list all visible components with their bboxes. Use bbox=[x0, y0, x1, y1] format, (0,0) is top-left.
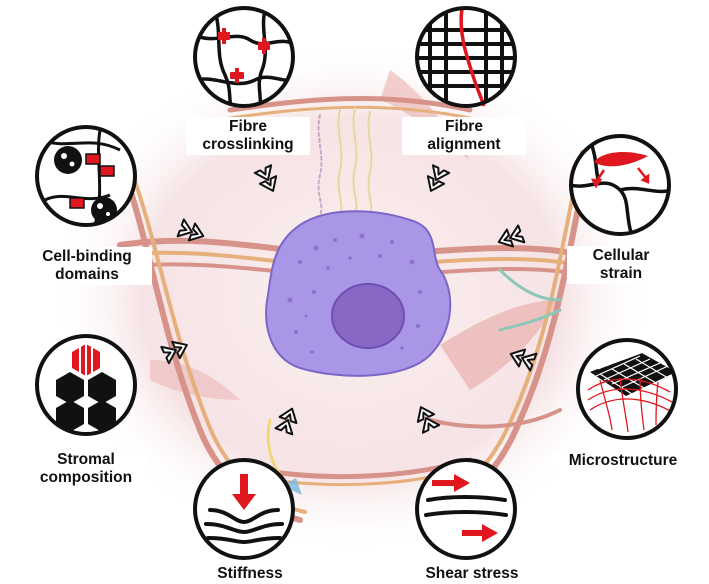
label-line: crosslinking bbox=[202, 136, 294, 153]
stromal-composition-icon bbox=[35, 334, 137, 436]
label-line: Stromal bbox=[57, 451, 115, 468]
shear-stress-icon bbox=[415, 458, 517, 560]
cellular-strain-icon bbox=[569, 134, 671, 236]
label-fibre-alignment: Fibre alignment bbox=[402, 117, 526, 155]
label-fibre-crosslinking: Fibre crosslinking bbox=[186, 117, 310, 155]
fibre-alignment-icon bbox=[415, 6, 517, 108]
label-line: Cellular bbox=[592, 247, 650, 264]
label-cell-binding-domains: Cell-binding domains bbox=[22, 247, 152, 285]
cell-binding-domains-icon bbox=[35, 125, 137, 227]
label-line: Fibre bbox=[445, 118, 483, 135]
cell-icon bbox=[265, 210, 452, 377]
fibre-crosslinking-icon bbox=[193, 6, 295, 108]
microstructure-icon bbox=[576, 338, 678, 440]
label-microstructure: Microstructure bbox=[552, 451, 694, 471]
label-line: Stiffness bbox=[217, 565, 283, 582]
label-line: Fibre bbox=[229, 118, 267, 135]
label-line: strain bbox=[599, 265, 643, 282]
label-cellular-strain: Cellular strain bbox=[567, 246, 675, 284]
label-line: composition bbox=[39, 469, 133, 486]
label-line: domains bbox=[55, 266, 119, 283]
label-stiffness: Stiffness bbox=[196, 564, 304, 584]
label-line: Shear stress bbox=[425, 565, 519, 582]
label-line: Cell-binding bbox=[42, 248, 132, 265]
stiffness-icon bbox=[193, 458, 295, 560]
label-shear-stress: Shear stress bbox=[404, 564, 540, 584]
label-line: alignment bbox=[427, 136, 501, 153]
label-stromal-composition: Stromal composition bbox=[24, 450, 148, 488]
label-line: Microstructure bbox=[568, 452, 678, 469]
